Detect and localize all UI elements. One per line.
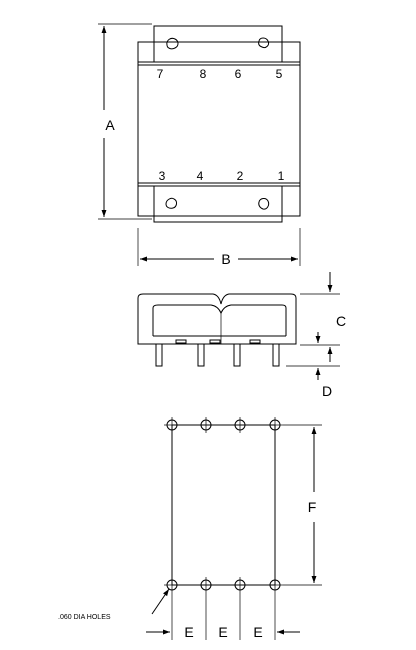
dim-e-label: E (184, 624, 193, 640)
dim-e-label: E (253, 624, 262, 640)
hole-icon (164, 417, 180, 433)
pin-label-8: 8 (200, 67, 207, 81)
dim-a-label: A (105, 117, 115, 133)
footprint-view: F E E E .060 DIA HOLES (58, 417, 322, 640)
side-view-inner (152, 304, 287, 336)
pin-label-3: 3 (159, 169, 166, 183)
tab-hole-icon (258, 37, 269, 48)
hole-icon (198, 577, 214, 593)
top-view-body (137, 41, 301, 217)
dim-c-label: C (336, 313, 346, 329)
hole-icon (267, 417, 283, 433)
tab-hole-icon (166, 37, 179, 50)
footprint-outline (171, 424, 276, 586)
side-view-pin (197, 343, 205, 367)
dim-f-label: F (308, 499, 317, 515)
pin-label-4: 4 (197, 169, 204, 183)
top-view: 7 8 6 5 3 4 2 1 A B (98, 23, 301, 267)
hole-icon (198, 417, 214, 433)
side-view-pad (209, 339, 221, 344)
hole-callout-leader (151, 588, 170, 615)
hole-icon (164, 577, 180, 593)
pin-label-7: 7 (157, 67, 164, 81)
hole-callout-note: .060 DIA HOLES (58, 614, 111, 621)
dim-b-label: B (221, 251, 230, 267)
top-mounting-tab (153, 25, 283, 63)
dim-d-label: D (322, 383, 332, 399)
side-view-body (137, 293, 297, 345)
pin-label-1: 1 (278, 169, 285, 183)
side-view-pin (233, 343, 241, 367)
side-view-pad (249, 339, 261, 344)
tab-hole-icon (165, 197, 177, 209)
hole-icon (267, 577, 283, 593)
hole-icon (232, 577, 248, 593)
bottom-mounting-tab (153, 185, 283, 223)
tab-hole-icon (258, 198, 270, 210)
pin-label-2: 2 (237, 169, 244, 183)
side-view-pin (155, 343, 163, 367)
dim-e-label: E (218, 624, 227, 640)
pin-label-5: 5 (276, 67, 283, 81)
pin-label-6: 6 (235, 67, 242, 81)
side-view: C D (137, 272, 346, 399)
hole-icon (232, 417, 248, 433)
side-view-pin (272, 343, 280, 367)
side-view-pad (175, 339, 187, 344)
